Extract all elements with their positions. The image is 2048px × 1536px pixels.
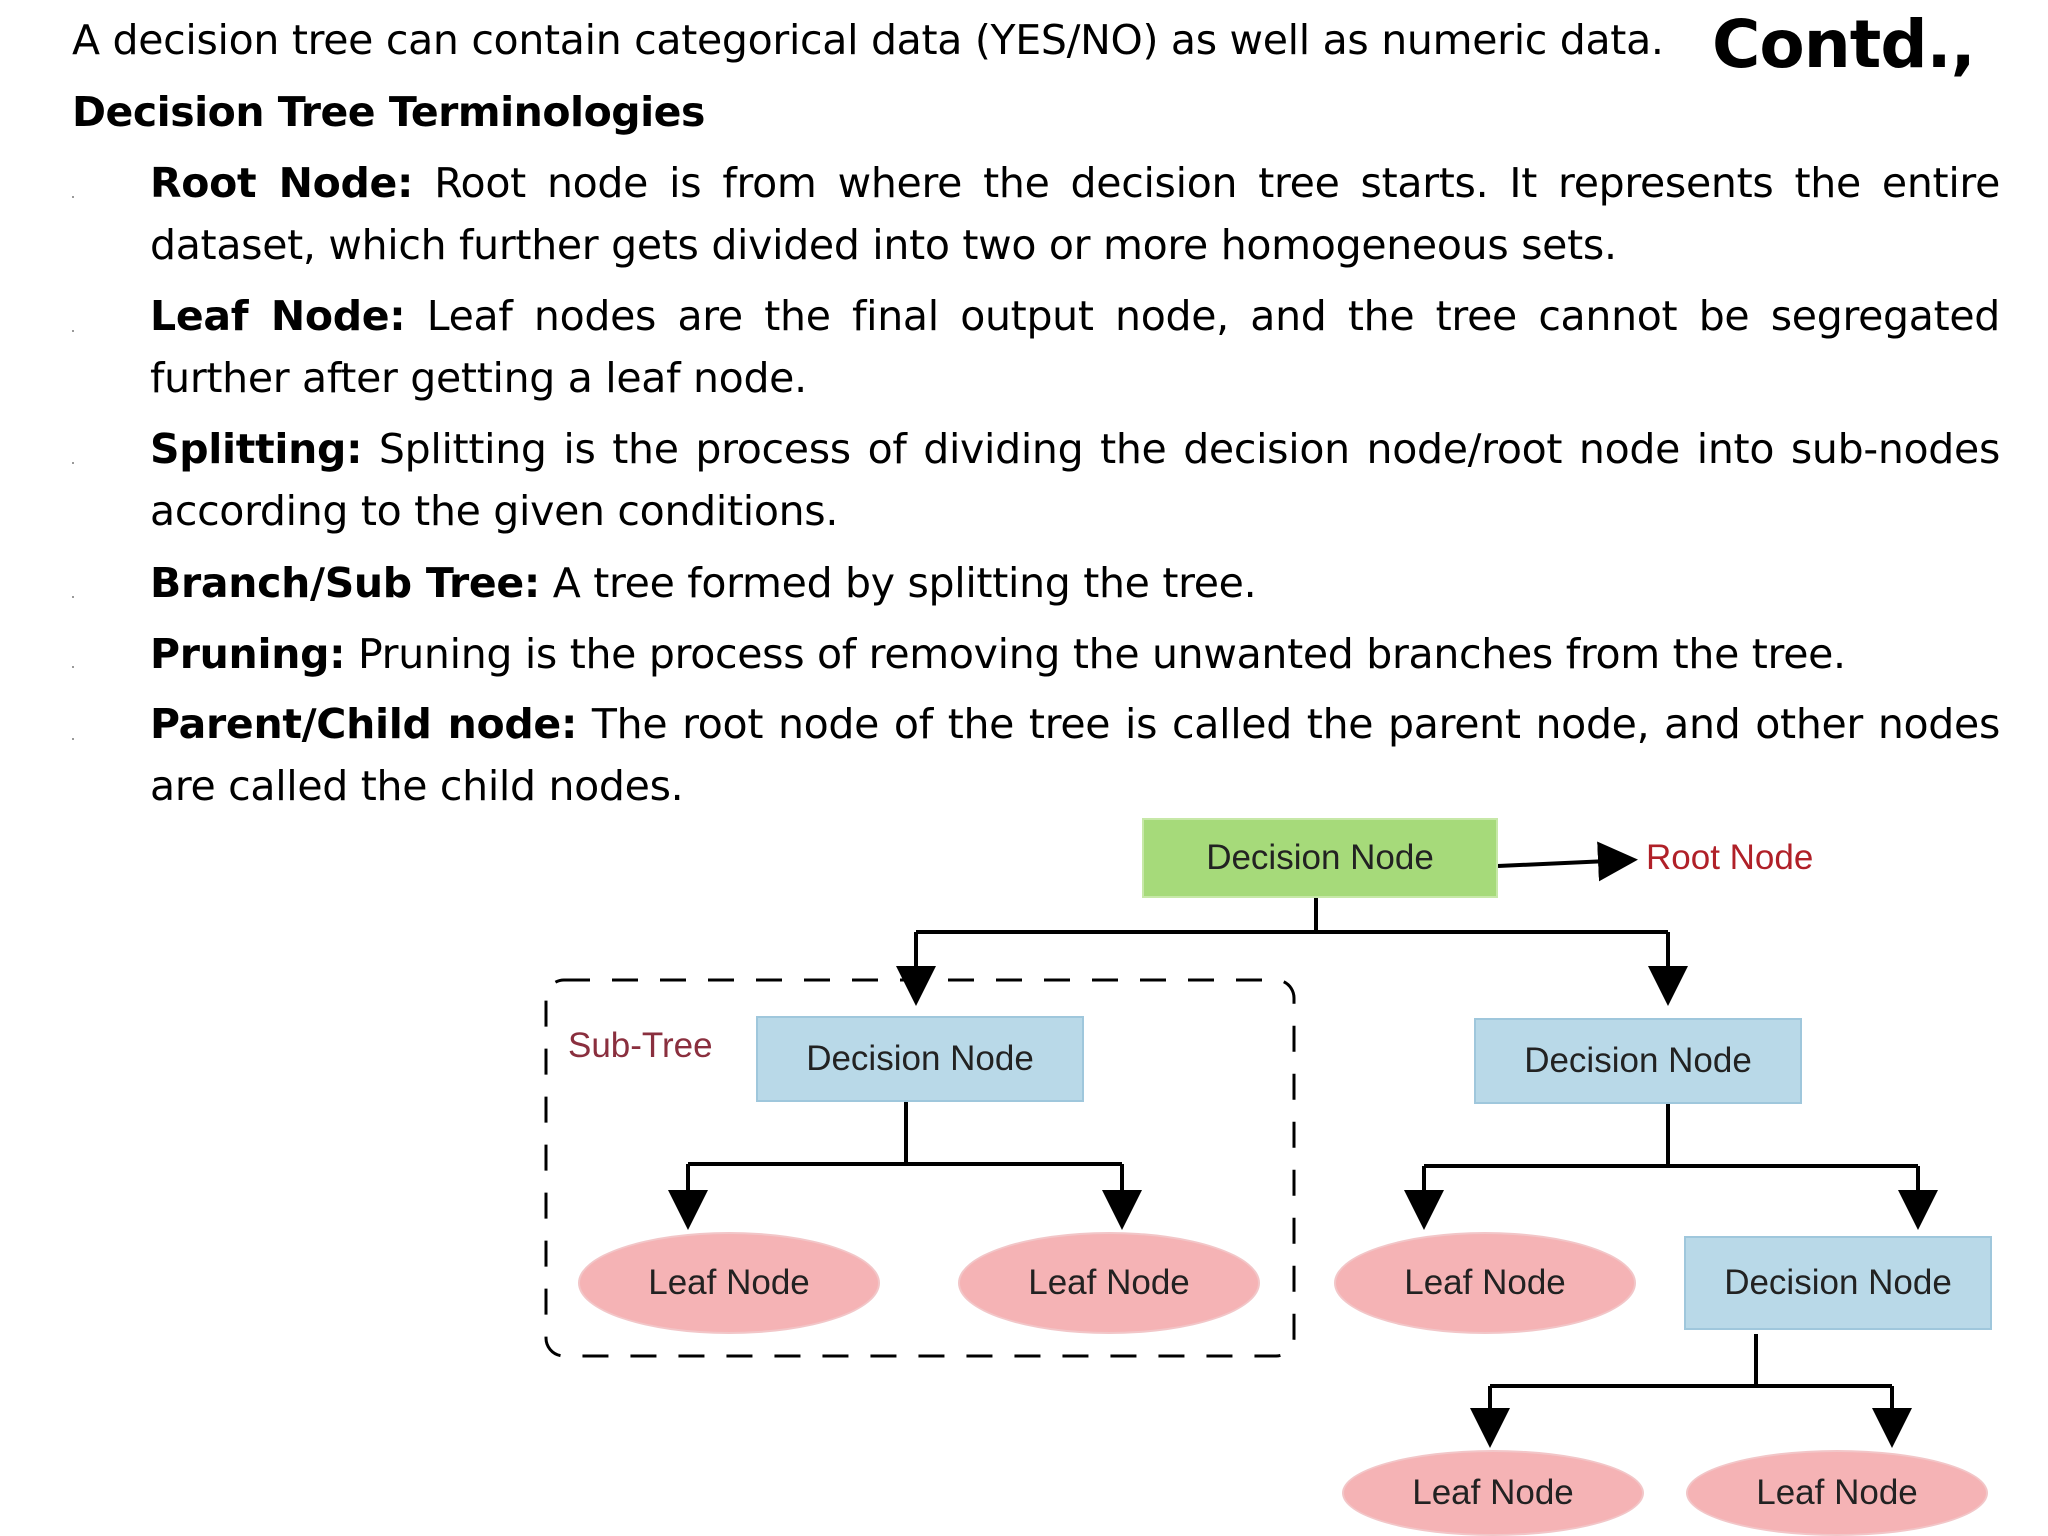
root-label-arrow bbox=[1497, 841, 1638, 882]
node-label: Decision Node bbox=[1206, 838, 1434, 877]
term-title: Pruning: bbox=[150, 630, 346, 678]
intro-text: A decision tree can contain categorical … bbox=[72, 16, 1664, 64]
node-label: Decision Node bbox=[1724, 1263, 1952, 1302]
term-title: Splitting: bbox=[150, 425, 363, 473]
right-sub-decision-node: Decision Node bbox=[1684, 1236, 1992, 1330]
term-text: Splitting is the process of dividing the… bbox=[150, 425, 2001, 535]
term-pruning: Pruning: Pruning is the process of remov… bbox=[150, 623, 2000, 685]
term-parent-child-node: Parent/Child node: The root node of the … bbox=[150, 693, 2000, 817]
term-branch-sub-tree: Branch/Sub Tree: A tree formed by splitt… bbox=[150, 552, 2000, 614]
bullet-marker bbox=[72, 738, 74, 740]
root-node-label: Root Node bbox=[1646, 838, 1814, 877]
node-label: Leaf Node bbox=[648, 1263, 810, 1302]
right-decision-node: Decision Node bbox=[1474, 1018, 1802, 1104]
term-title: Parent/Child node: bbox=[150, 700, 578, 748]
term-splitting: Splitting: Splitting is the process of d… bbox=[150, 418, 2000, 542]
node-label: Leaf Node bbox=[1412, 1473, 1574, 1512]
term-title: Leaf Node: bbox=[150, 292, 406, 340]
subtree-boundary bbox=[544, 978, 1296, 1358]
term-text: Root node is from where the decision tre… bbox=[150, 159, 2000, 269]
leaf-node: Leaf Node bbox=[958, 1232, 1260, 1334]
leaf-node: Leaf Node bbox=[1342, 1450, 1644, 1536]
node-label: Leaf Node bbox=[1756, 1473, 1918, 1512]
leaf-node: Leaf Node bbox=[578, 1232, 880, 1334]
bullet-marker bbox=[72, 462, 74, 464]
left-decision-node: Decision Node bbox=[756, 1016, 1084, 1102]
term-root-node: Root Node: Root node is from where the d… bbox=[150, 152, 2000, 276]
leaf-node: Leaf Node bbox=[1686, 1450, 1988, 1536]
node-label: Decision Node bbox=[1524, 1041, 1752, 1080]
section-heading: Decision Tree Terminologies bbox=[72, 88, 705, 136]
contd-title: Contd., bbox=[1712, 6, 1976, 83]
root-decision-node: Decision Node bbox=[1142, 818, 1498, 898]
term-text: A tree formed by splitting the tree. bbox=[552, 559, 1257, 607]
node-label: Leaf Node bbox=[1404, 1263, 1566, 1302]
bullet-marker bbox=[72, 596, 74, 598]
subtree-label: Sub-Tree bbox=[568, 1026, 713, 1065]
node-label: Leaf Node bbox=[1028, 1263, 1190, 1302]
node-label: Decision Node bbox=[806, 1039, 1034, 1078]
leaf-node: Leaf Node bbox=[1334, 1232, 1636, 1334]
term-text: Pruning is the process of removing the u… bbox=[357, 630, 1846, 678]
bullet-marker bbox=[72, 666, 74, 668]
term-text: The root node of the tree is called the … bbox=[150, 700, 2001, 810]
term-text: Leaf nodes are the final output node, an… bbox=[150, 292, 2001, 402]
term-leaf-node: Leaf Node: Leaf nodes are the final outp… bbox=[150, 285, 2000, 409]
terminology-list: Root Node: Root node is from where the d… bbox=[72, 152, 2000, 817]
bullet-marker bbox=[72, 330, 74, 332]
bullet-marker bbox=[72, 196, 74, 198]
term-title: Branch/Sub Tree: bbox=[150, 559, 541, 607]
term-title: Root Node: bbox=[150, 159, 414, 207]
